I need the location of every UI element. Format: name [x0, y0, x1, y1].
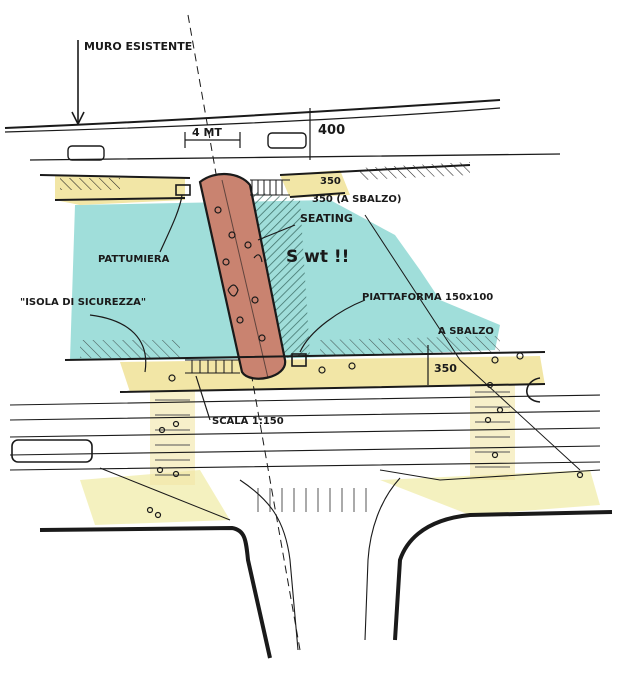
label-swt: S wt !!: [286, 247, 349, 267]
crosswalk-stripes-right: [475, 391, 510, 468]
top-embankment-hatch: [360, 162, 470, 180]
bridge-axis: [187, 14, 301, 651]
crosswalk-stripes-center: [257, 488, 367, 512]
leader-seating: [257, 224, 296, 241]
wall-arrow-head: [71, 111, 85, 126]
label-350-top: 350: [320, 176, 341, 187]
bridge-figures: [214, 206, 266, 342]
top-embankment: [39, 164, 471, 201]
leader-scala: [195, 375, 211, 421]
label-350-bottom: 350: [434, 362, 457, 375]
road-diagonal-right: [379, 469, 601, 481]
label-4mt: 4 MT: [192, 126, 222, 139]
car-top-left: [67, 145, 105, 161]
top-embankment-hatch-left: [60, 178, 120, 190]
ground-bottom-right: [380, 470, 600, 515]
platform-bottom-right: [291, 353, 307, 367]
car-bottom-left: [11, 439, 93, 463]
top-bank-right: [280, 170, 350, 198]
label-sbalzo-bottom: A SBALZO: [438, 326, 494, 337]
crosswalk-left: [150, 390, 195, 485]
label-isola: "ISOLA DI SICUREZZA": [20, 297, 146, 308]
car-top-right: [267, 132, 307, 149]
label-scala: SCALA 1:150: [212, 416, 284, 427]
crosswalk-dots: [146, 381, 584, 519]
car-bottom-right: [526, 377, 541, 403]
shadow-hatch: [245, 190, 310, 360]
bridge-deck: [198, 173, 287, 380]
bottom-embankment: [64, 351, 546, 393]
leader-isola: [89, 314, 147, 373]
leader-pattumiera: [159, 194, 183, 253]
leader-piattaforma: [299, 299, 366, 353]
street-inner-right: [364, 477, 401, 641]
road-lanes: [9, 394, 601, 471]
road-top-edge: [29, 153, 561, 161]
curb-bottom-right: [393, 510, 613, 641]
bottom-bank-dots: [168, 352, 524, 382]
label-seating: SEATING: [300, 212, 353, 225]
label-400: 400: [318, 123, 345, 138]
bottom-embankment-hatch: [80, 336, 500, 358]
label-muro: MURO ESISTENTE: [84, 40, 192, 53]
platform-top-left: [175, 184, 191, 196]
wall-line-2: [4, 107, 501, 133]
bridge-inner-line: [221, 179, 269, 379]
wall-line-1: [4, 99, 501, 129]
crosswalk-stripes-left: [155, 399, 190, 476]
street-inner-left: [239, 479, 299, 651]
bridge-steps-bottom: [185, 359, 240, 374]
label-piattaforma: PIATTAFORMA 150x100: [362, 292, 493, 303]
label-sbalzo-top: 350 (A SBALZO): [312, 194, 401, 205]
bottom-bank: [120, 356, 545, 392]
road-diagonal-left: [99, 467, 231, 521]
bridge-steps-top: [250, 179, 290, 196]
curb-bottom-left: [39, 525, 272, 659]
leader-right-long: [364, 214, 581, 471]
label-pattumiera: PATTUMIERA: [98, 254, 170, 265]
